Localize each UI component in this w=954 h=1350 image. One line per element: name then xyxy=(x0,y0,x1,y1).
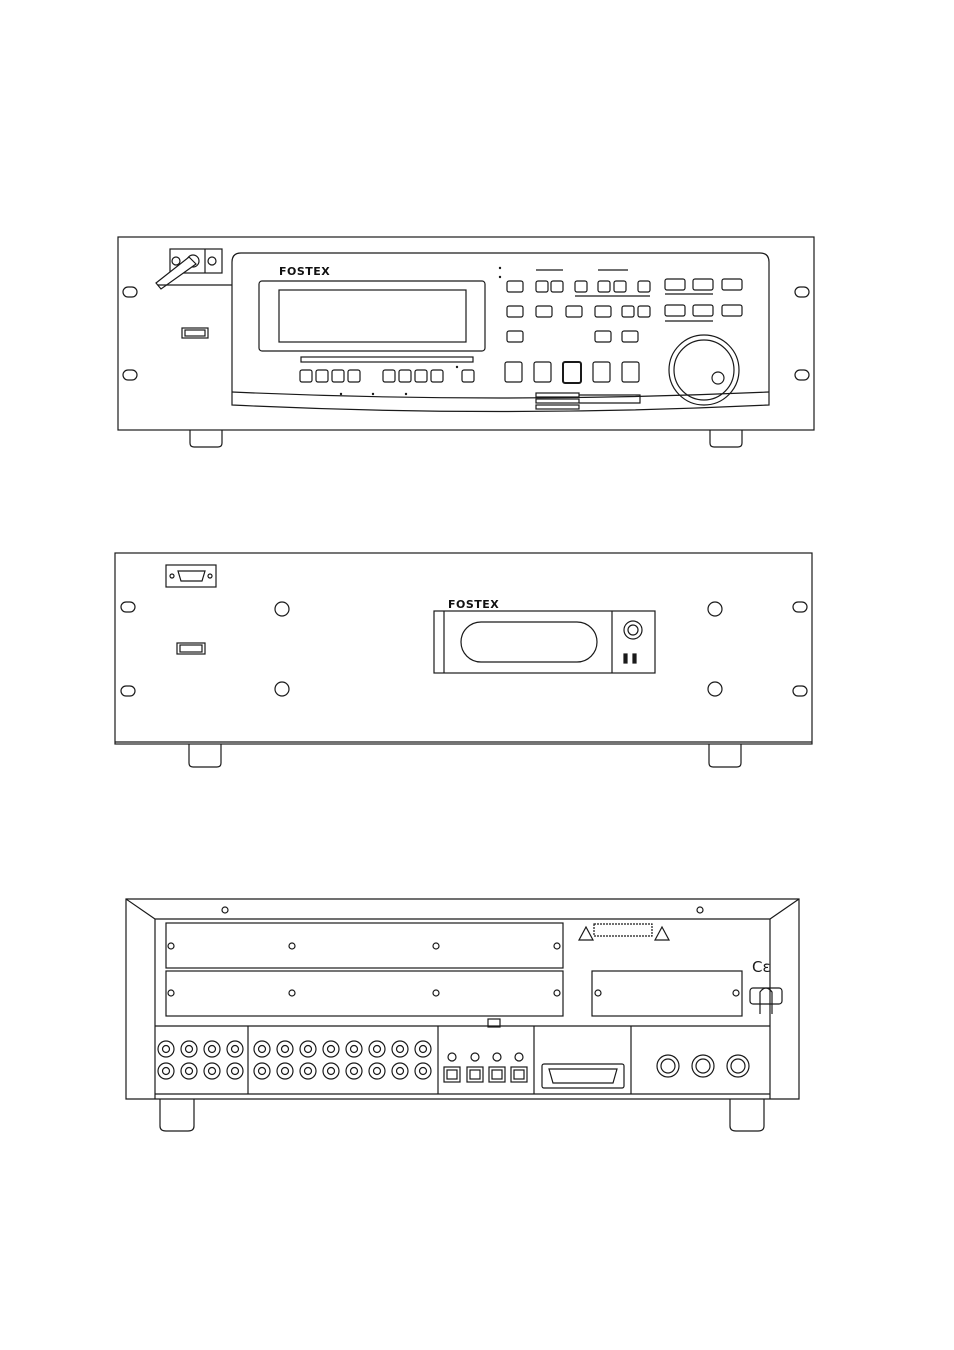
rca-jack[interactable] xyxy=(300,1041,316,1057)
rca-jack-center xyxy=(328,1046,335,1053)
rca-jacks[interactable] xyxy=(158,1041,431,1079)
rca-jack[interactable] xyxy=(204,1063,220,1079)
rca-jack-center xyxy=(397,1068,404,1075)
rca-jack-center xyxy=(374,1068,381,1075)
rca-jack[interactable] xyxy=(158,1063,174,1079)
rear-panel-view: Cε xyxy=(126,899,799,1131)
power-cord-icon xyxy=(750,988,782,1014)
rca-jack[interactable] xyxy=(227,1063,243,1079)
rca-jack[interactable] xyxy=(181,1063,197,1079)
rca-jack-center xyxy=(186,1046,193,1053)
rca-jack[interactable] xyxy=(369,1063,385,1079)
rca-jack-center xyxy=(186,1068,193,1075)
ce-mark-icon: Cε xyxy=(752,958,771,976)
key-switch[interactable] xyxy=(156,249,232,289)
rca-jack[interactable] xyxy=(300,1063,316,1079)
rca-jack-center xyxy=(163,1068,170,1075)
rca-jack-center xyxy=(420,1068,427,1075)
rca-jack[interactable] xyxy=(392,1063,408,1079)
rca-jack[interactable] xyxy=(392,1041,408,1057)
front-open-view: FOSTEX xyxy=(115,553,812,767)
rca-jack-center xyxy=(163,1046,170,1053)
rca-jack-center xyxy=(305,1046,312,1053)
rca-jack-center xyxy=(259,1068,266,1075)
front-panel-view: FOSTEX xyxy=(118,237,814,447)
midi-ports[interactable] xyxy=(657,1055,749,1077)
rca-jack[interactable] xyxy=(204,1041,220,1057)
rca-jack-center xyxy=(209,1068,216,1075)
edit-keys[interactable] xyxy=(507,279,742,342)
rca-jack-center xyxy=(232,1068,239,1075)
rca-jack-center xyxy=(420,1046,427,1053)
brand-logo-front: FOSTEX xyxy=(279,265,330,278)
rca-jack[interactable] xyxy=(277,1041,293,1057)
digital-io[interactable] xyxy=(444,1053,527,1082)
open-chassis xyxy=(115,553,812,744)
rca-jack-center xyxy=(374,1046,381,1053)
rca-jack[interactable] xyxy=(369,1041,385,1057)
rca-jack-center xyxy=(397,1046,404,1053)
rca-jack[interactable] xyxy=(415,1041,431,1057)
rca-jack-center xyxy=(305,1068,312,1075)
option-slots xyxy=(166,923,742,1016)
lcd-display xyxy=(259,281,485,351)
function-buttons[interactable] xyxy=(300,370,474,382)
rca-jack[interactable] xyxy=(181,1041,197,1057)
rca-jack-center xyxy=(282,1046,289,1053)
rca-jack-center xyxy=(282,1068,289,1075)
rca-jack[interactable] xyxy=(158,1041,174,1057)
open-feet xyxy=(189,744,741,767)
warning-triangle-icon xyxy=(579,924,669,940)
dsub-connector[interactable] xyxy=(542,1064,624,1088)
rca-jack[interactable] xyxy=(277,1063,293,1079)
front-feet xyxy=(190,430,742,447)
rear-feet xyxy=(160,1099,764,1131)
rca-jack-center xyxy=(232,1046,239,1053)
rca-jack[interactable] xyxy=(254,1041,270,1057)
rca-jack-center xyxy=(351,1046,358,1053)
rca-jack[interactable] xyxy=(254,1063,270,1079)
serial-connector[interactable] xyxy=(166,565,216,587)
rca-jack[interactable] xyxy=(227,1041,243,1057)
transport-buttons[interactable] xyxy=(505,362,639,383)
rca-jack[interactable] xyxy=(415,1063,431,1079)
rca-jack[interactable] xyxy=(346,1041,362,1057)
rca-jack[interactable] xyxy=(346,1063,362,1079)
rca-jack-center xyxy=(328,1068,335,1075)
rca-jack[interactable] xyxy=(323,1041,339,1057)
rca-jack-center xyxy=(351,1068,358,1075)
rca-jack-center xyxy=(209,1046,216,1053)
rca-jack[interactable] xyxy=(323,1063,339,1079)
brand-logo-bay: FOSTEX xyxy=(448,598,499,611)
rca-jack-center xyxy=(259,1046,266,1053)
removable-drive-bay[interactable] xyxy=(434,611,655,673)
